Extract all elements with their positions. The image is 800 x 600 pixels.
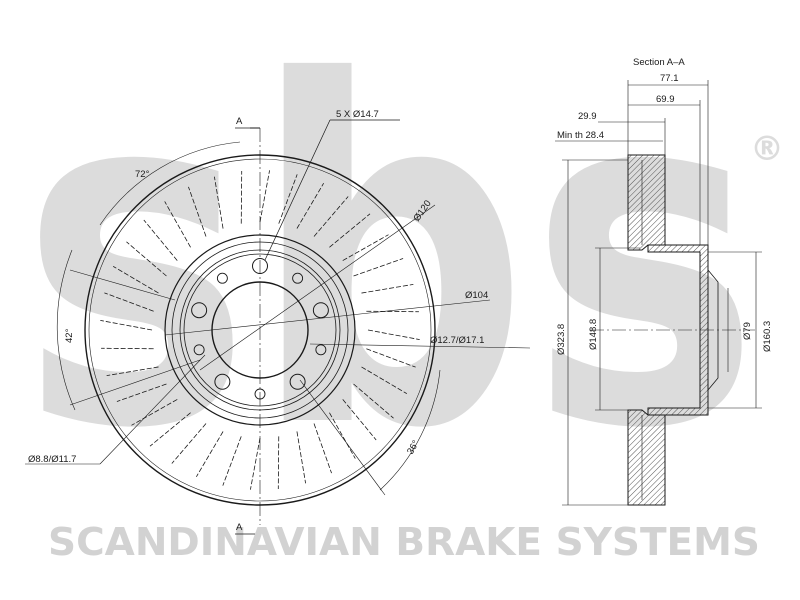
vent-slot: [164, 201, 191, 248]
vent-slot: [329, 412, 356, 459]
vent-slot: [342, 399, 377, 441]
vent-slot: [143, 219, 178, 261]
pin-hole: [315, 344, 327, 356]
angle-42-arc: [56, 249, 76, 411]
bolt-circle-leader: [199, 204, 436, 371]
dim-outer-diameter: Ø323.8: [556, 324, 567, 355]
vent-slot: [100, 320, 153, 331]
section-hat-wall: [647, 244, 709, 416]
dim-center-diameter: Ø79: [742, 322, 753, 340]
hat-step-3: [183, 253, 337, 407]
vent-slot: [353, 383, 394, 419]
dim-pcd-diameter: Ø160.3: [762, 321, 773, 352]
vent-slot: [104, 292, 154, 312]
dim-overall-width: 77.1: [660, 73, 679, 84]
bolt-hole: [312, 302, 329, 319]
section-friction-ring-top: [627, 154, 666, 251]
vent-slot: [329, 213, 371, 248]
vent-slot: [116, 383, 167, 402]
vent-slot: [188, 186, 207, 237]
pin-hole-label: Ø12.7/Ø17.1: [430, 335, 484, 346]
vent-slot: [296, 431, 307, 484]
vent-slot: [361, 366, 408, 394]
bolt-hole: [289, 373, 306, 390]
vent-slot: [131, 399, 178, 426]
vent-slot: [149, 412, 191, 447]
vent-slot: [196, 431, 224, 478]
pin-hole: [193, 344, 205, 356]
dim-thickness: 29.9: [578, 111, 597, 122]
pin-hole: [216, 272, 228, 284]
angle-36-arc: [379, 369, 441, 491]
bolt-hole: [191, 302, 208, 319]
dim-min-thickness: Min th 28.4: [557, 130, 604, 141]
section-mark-bottom: A: [236, 522, 243, 533]
bolt-hole: [214, 373, 231, 390]
center-bore-label: Ø104: [465, 290, 488, 301]
bolt-holes-label: 5 X Ø14.7: [336, 109, 379, 120]
section-mark-top: A: [236, 116, 243, 127]
angle-42-label: 42°: [64, 328, 75, 343]
vent-slot: [259, 170, 270, 223]
angle-72-label: 72°: [135, 169, 150, 180]
watermark: sbs ® SCANDINAVIAN BRAKE SYSTEMS: [20, 0, 784, 564]
angle-42-ext-2: [69, 359, 201, 406]
vent-slot: [171, 423, 207, 464]
dim-hat-diameter: Ø148.8: [588, 319, 599, 350]
vent-slot: [222, 436, 242, 486]
vent-slot: [213, 176, 224, 229]
vent-slot: [278, 174, 298, 224]
pin-hole-leader: [309, 343, 531, 349]
section-view: Section A–A 77.1 69.9 29.9 Min th 28.4 Ø…: [555, 57, 773, 506]
section-title: Section A–A: [633, 57, 685, 68]
pin-hole: [292, 272, 304, 284]
watermark-registered-mark: ®: [750, 129, 784, 169]
small-hole-leader-diag: [99, 354, 206, 465]
vent-slot: [313, 423, 332, 474]
angle-72-arc: [99, 141, 241, 226]
vent-slot: [313, 196, 349, 237]
vent-slot: [353, 258, 404, 277]
bolt-holes-leader: [264, 119, 331, 261]
center-bore-leader: [164, 299, 491, 336]
vent-slot: [126, 241, 167, 277]
angle-42-ext-1: [69, 269, 176, 301]
angle-36-ext: [299, 379, 386, 496]
vent-slot: [250, 437, 261, 490]
front-view: A A 5 X Ø14.7 Ø120 Ø104 Ø12.7/Ø17.1 Ø8.8…: [25, 109, 531, 535]
dim-hat-height: 69.9: [656, 94, 675, 105]
vent-slot: [106, 366, 159, 377]
vent-slot: [112, 266, 159, 294]
vent-slot: [367, 329, 420, 340]
ventilation-slots: [100, 170, 420, 490]
vent-slot: [361, 283, 414, 294]
vent-slot: [296, 182, 324, 229]
vent-slot: [342, 234, 389, 261]
vent-slot: [366, 348, 416, 368]
section-friction-ring-bottom: [627, 409, 666, 506]
watermark-tagline: SCANDINAVIAN BRAKE SYSTEMS: [48, 520, 760, 564]
section-bore-step: [707, 269, 719, 391]
small-hole-label: Ø8.8/Ø11.7: [28, 454, 76, 465]
